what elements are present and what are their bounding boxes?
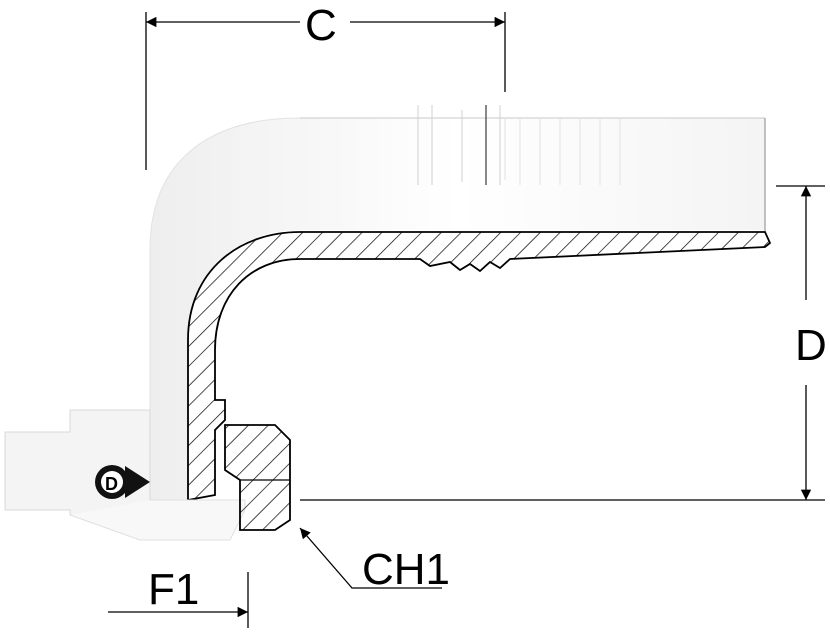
dimension-d: D xyxy=(300,185,827,501)
dunlop-logo-letter: D xyxy=(105,474,118,494)
dimension-c: C xyxy=(145,1,506,170)
ch1-callout: CH1 xyxy=(299,527,450,594)
dimension-d-label: D xyxy=(795,321,827,370)
crimp-collar xyxy=(417,105,621,185)
dimension-f1-label: F1 xyxy=(148,565,199,614)
ch1-label: CH1 xyxy=(362,545,450,594)
elbow-body xyxy=(149,117,766,500)
dunlop-logo: D xyxy=(95,465,150,499)
section-hatch xyxy=(187,231,772,502)
dimension-f1: F1 xyxy=(108,565,249,628)
nut-section xyxy=(224,424,291,531)
dimension-c-label: C xyxy=(305,1,337,50)
